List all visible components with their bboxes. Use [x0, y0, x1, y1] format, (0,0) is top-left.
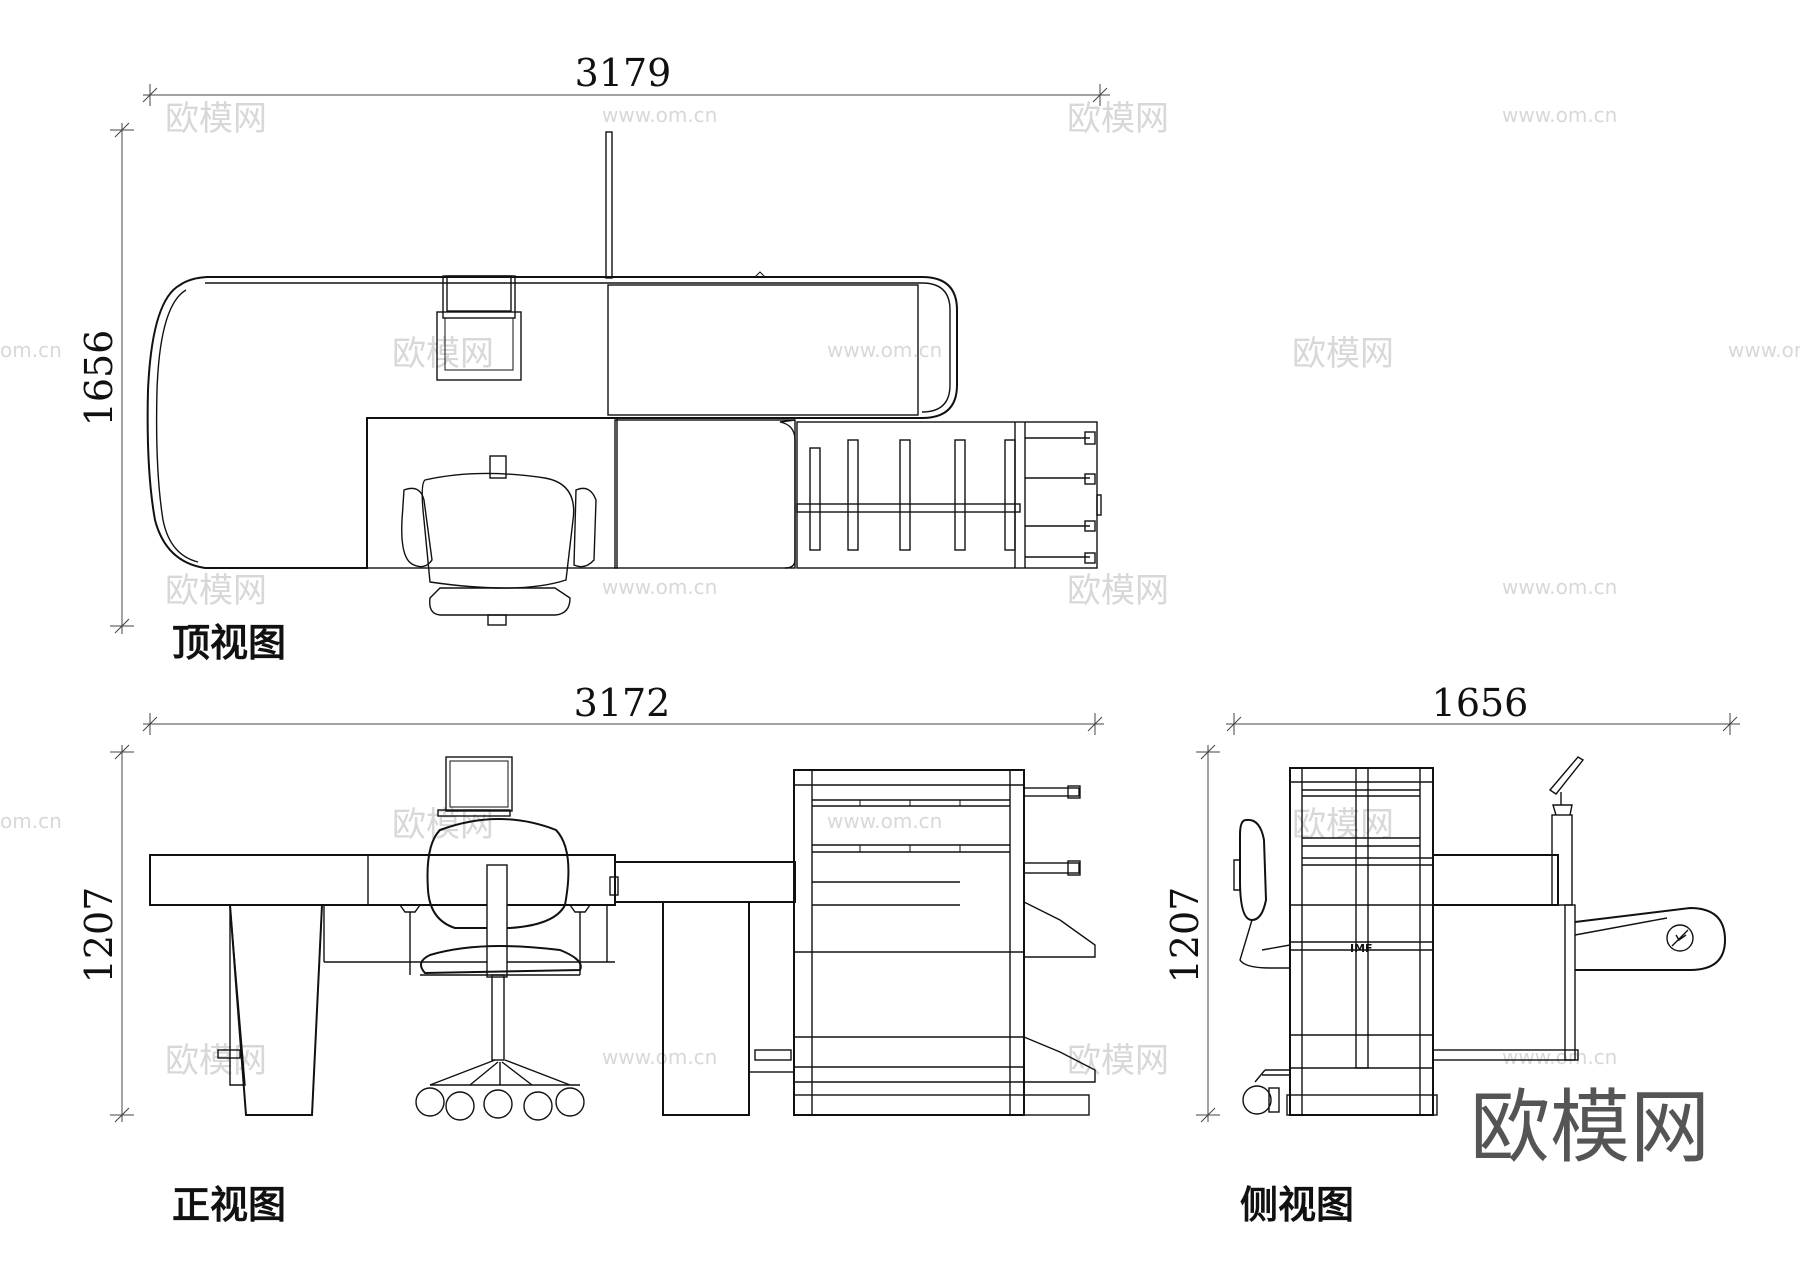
watermark-url: www.om.cn [827, 809, 942, 833]
watermark-brand: 欧模网 [1292, 805, 1394, 845]
side-view-label: 侧视图 [1240, 1182, 1354, 1227]
watermark-url: www.om.cn [1728, 338, 1800, 362]
watermark-brand: 欧模网 [1067, 99, 1169, 139]
top-depth-dimension: 1656 [77, 330, 121, 427]
side-view-dimensions: 1656 1207 [1163, 681, 1740, 1123]
watermark-brand: 欧模网 [1067, 571, 1169, 611]
watermark-brand: 欧模网 [165, 571, 267, 611]
watermark-url-partial: om.cn [0, 809, 62, 833]
front-height-dimension: 1207 [77, 887, 121, 984]
watermark-url: www.om.cn [602, 575, 717, 599]
watermark-layer: 欧模网 www.om.cn 欧模网 www.om.cn om.cn 欧模网 ww… [0, 99, 1800, 1081]
front-width-dimension: 3172 [574, 681, 671, 725]
imf-tag: IMF [1350, 942, 1373, 955]
brand-watermark: 欧模网 [1470, 1081, 1710, 1174]
front-view [149, 756, 1096, 1121]
side-height-dimension: 1207 [1163, 887, 1207, 984]
top-view [146, 131, 1102, 626]
front-view-label: 正视图 [172, 1182, 286, 1227]
side-view: IMF [1233, 756, 1727, 1116]
side-width-dimension: 1656 [1432, 681, 1529, 725]
watermark-brand: 欧模网 [165, 1041, 267, 1081]
front-view-dimensions: 3172 1207 [77, 681, 1104, 1123]
watermark-url: www.om.cn [1502, 575, 1617, 599]
watermark-url-partial: om.cn [0, 338, 62, 362]
top-view-label: 顶视图 [172, 620, 286, 665]
watermark-url: www.om.cn [1502, 103, 1617, 127]
top-width-dimension: 3179 [575, 51, 672, 95]
watermark-url: www.om.cn [602, 103, 717, 127]
watermark-brand: 欧模网 [392, 334, 494, 374]
watermark-brand: 欧模网 [165, 99, 267, 139]
watermark-url: www.om.cn [827, 338, 942, 362]
watermark-brand: 欧模网 [1067, 1041, 1169, 1081]
watermark-url: www.om.cn [602, 1045, 717, 1069]
top-view-dimensions: 3179 1656 [77, 51, 1110, 634]
watermark-brand: 欧模网 [1292, 334, 1394, 374]
watermark-url: www.om.cn [1502, 1045, 1617, 1069]
